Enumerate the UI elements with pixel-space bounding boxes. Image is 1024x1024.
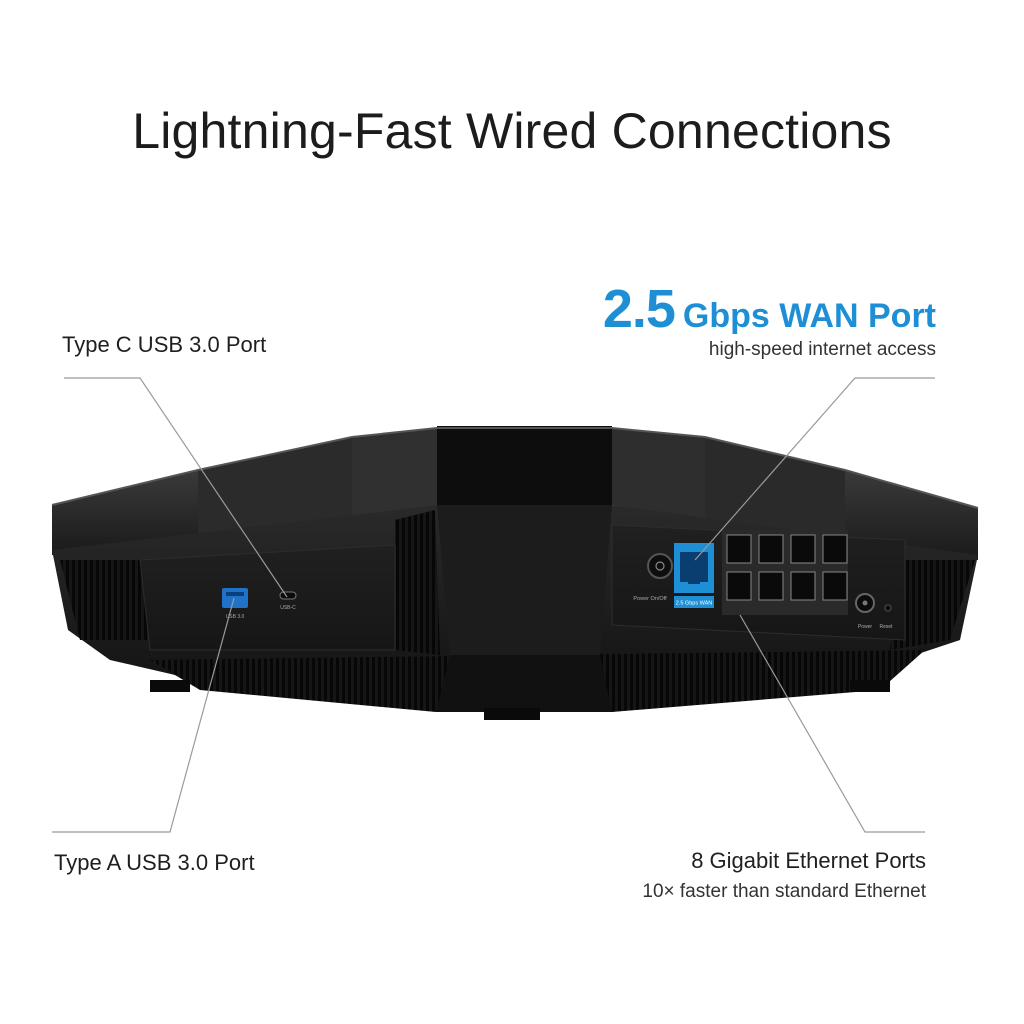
wan-speed-value: 2.5 <box>602 279 676 339</box>
ethernet-port <box>758 571 784 601</box>
ethernet-ports-description: 10× faster than standard Ethernet <box>642 881 926 902</box>
usb-a-port <box>222 588 248 608</box>
reset-hole <box>884 604 892 612</box>
page-title: Lightning-Fast Wired Connections <box>132 103 892 159</box>
ethernet-port <box>790 571 816 601</box>
usb-a-port-label: USB 3.0 <box>226 614 245 620</box>
ethernet-port <box>758 534 784 564</box>
power-button <box>647 553 673 579</box>
type-a-usb-callout: Type A USB 3.0 Port <box>54 850 255 875</box>
wan-leader-line <box>694 377 935 561</box>
type-a-leader-line <box>52 597 235 833</box>
router-top-shell <box>51 426 979 560</box>
power-jack-label: Power <box>858 624 873 630</box>
power-button-label: Power On/Off <box>633 596 667 602</box>
usb-c-port <box>279 591 297 600</box>
wan-port-label-device: 2.5 Gbps WAN <box>676 601 713 607</box>
usb-c-port-label: USB-C <box>280 605 296 611</box>
ethernet-leader-line <box>739 614 925 833</box>
reset-label: Reset <box>879 624 893 630</box>
ethernet-port <box>790 534 816 564</box>
ethernet-port <box>726 571 752 601</box>
ethernet-port <box>822 571 848 601</box>
wan-port-description: high-speed internet access <box>708 339 936 360</box>
type-c-leader-line <box>64 377 288 598</box>
ethernet-port <box>822 534 848 564</box>
port-panel: Power On/Off 2.5 Gbps WAN Power Reset <box>611 524 906 641</box>
wan-port-label: Gbps WAN Port <box>682 297 936 335</box>
usb-panel: USB 3.0 USB-C <box>139 544 396 651</box>
leader-lines <box>52 377 935 833</box>
ethernet-port-grid <box>722 530 848 615</box>
type-c-usb-callout: Type C USB 3.0 Port <box>62 332 267 357</box>
ethernet-ports-callout: 8 Gigabit Ethernet Ports <box>691 848 926 873</box>
ethernet-port <box>726 534 752 564</box>
